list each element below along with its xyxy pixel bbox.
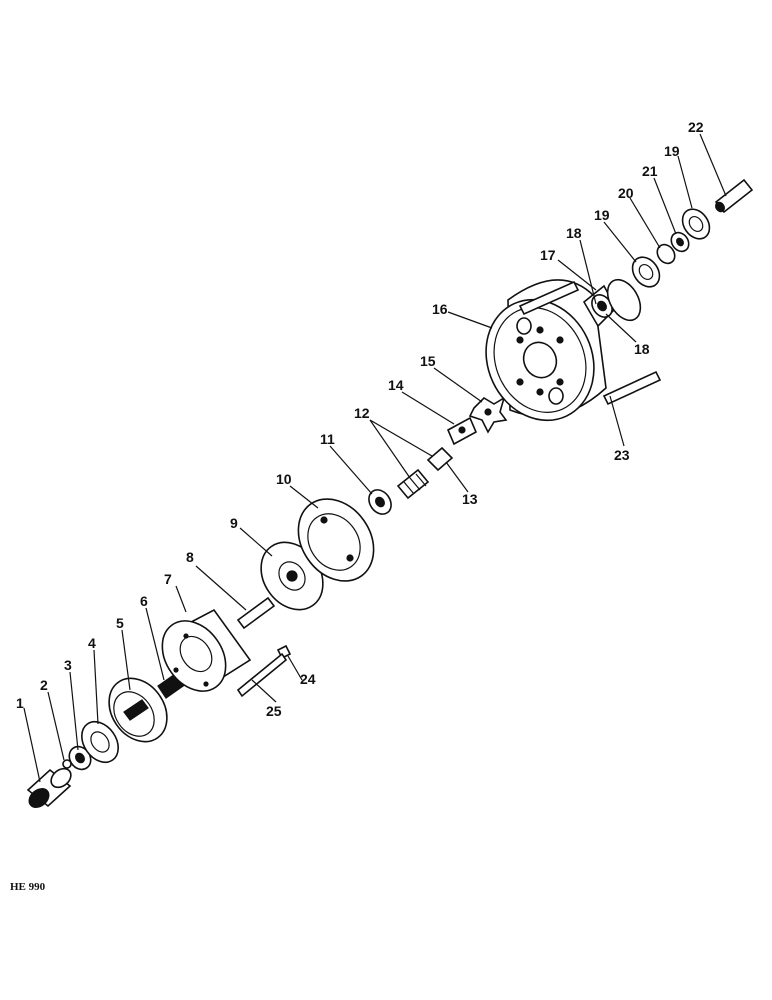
- part-4-flange: [81, 720, 119, 764]
- callout-9: 9: [230, 515, 238, 531]
- part-20-spacer: [656, 243, 676, 265]
- callout-18a: 18: [566, 225, 582, 241]
- callout-22: 22: [688, 119, 704, 135]
- callout-6: 6: [140, 593, 148, 609]
- part-18-flange: [606, 278, 642, 322]
- part-11-bearing: [368, 489, 392, 515]
- callout-13: 13: [462, 491, 478, 507]
- part-8-shaft: [236, 596, 276, 630]
- part-15-cross-plate: [468, 396, 508, 434]
- figure-code: HE 990: [10, 881, 46, 893]
- callout-labels: 1 2 3 4 5 6 7 8 9 10 11 12 13 14 15 16 1…: [16, 119, 704, 719]
- callout-15: 15: [420, 353, 436, 369]
- callout-20: 20: [618, 185, 634, 201]
- part-13-pin: [426, 446, 454, 472]
- callout-23: 23: [614, 447, 630, 463]
- callout-24: 24: [300, 671, 316, 687]
- callout-14: 14: [388, 377, 404, 393]
- part-10-cover: [297, 498, 375, 582]
- callout-12: 12: [354, 405, 370, 421]
- part-25-rod: [236, 652, 288, 698]
- callout-8: 8: [186, 549, 194, 565]
- callout-4: 4: [88, 635, 96, 651]
- callout-17: 17: [540, 247, 556, 263]
- leader-lines: [23, 133, 727, 783]
- part-21-bearing: [670, 231, 690, 253]
- part-23-belts: [518, 280, 662, 406]
- callout-10: 10: [276, 471, 292, 487]
- part-2-pin: [62, 759, 72, 769]
- callout-2: 2: [40, 677, 48, 693]
- callout-18b: 18: [634, 341, 650, 357]
- part-5-hub: [108, 677, 168, 743]
- callout-21: 21: [642, 163, 658, 179]
- part-12-spring: [396, 468, 430, 500]
- callout-19a: 19: [594, 207, 610, 223]
- part-19-washer: [631, 256, 661, 288]
- callout-5: 5: [116, 615, 124, 631]
- part-19b-washer: [681, 208, 711, 240]
- part-16-drum: [485, 279, 607, 422]
- part-1-sleeve: [26, 767, 72, 808]
- callout-3: 3: [64, 657, 72, 673]
- part-22-pin: [714, 178, 754, 214]
- part-14-block: [446, 416, 478, 446]
- callout-1: 1: [16, 695, 24, 711]
- callout-25: 25: [266, 703, 282, 719]
- callout-16: 16: [432, 301, 448, 317]
- part-7-housing: [161, 608, 252, 692]
- callout-7: 7: [164, 571, 172, 587]
- callout-11: 11: [320, 431, 335, 447]
- callout-19b: 19: [664, 143, 680, 159]
